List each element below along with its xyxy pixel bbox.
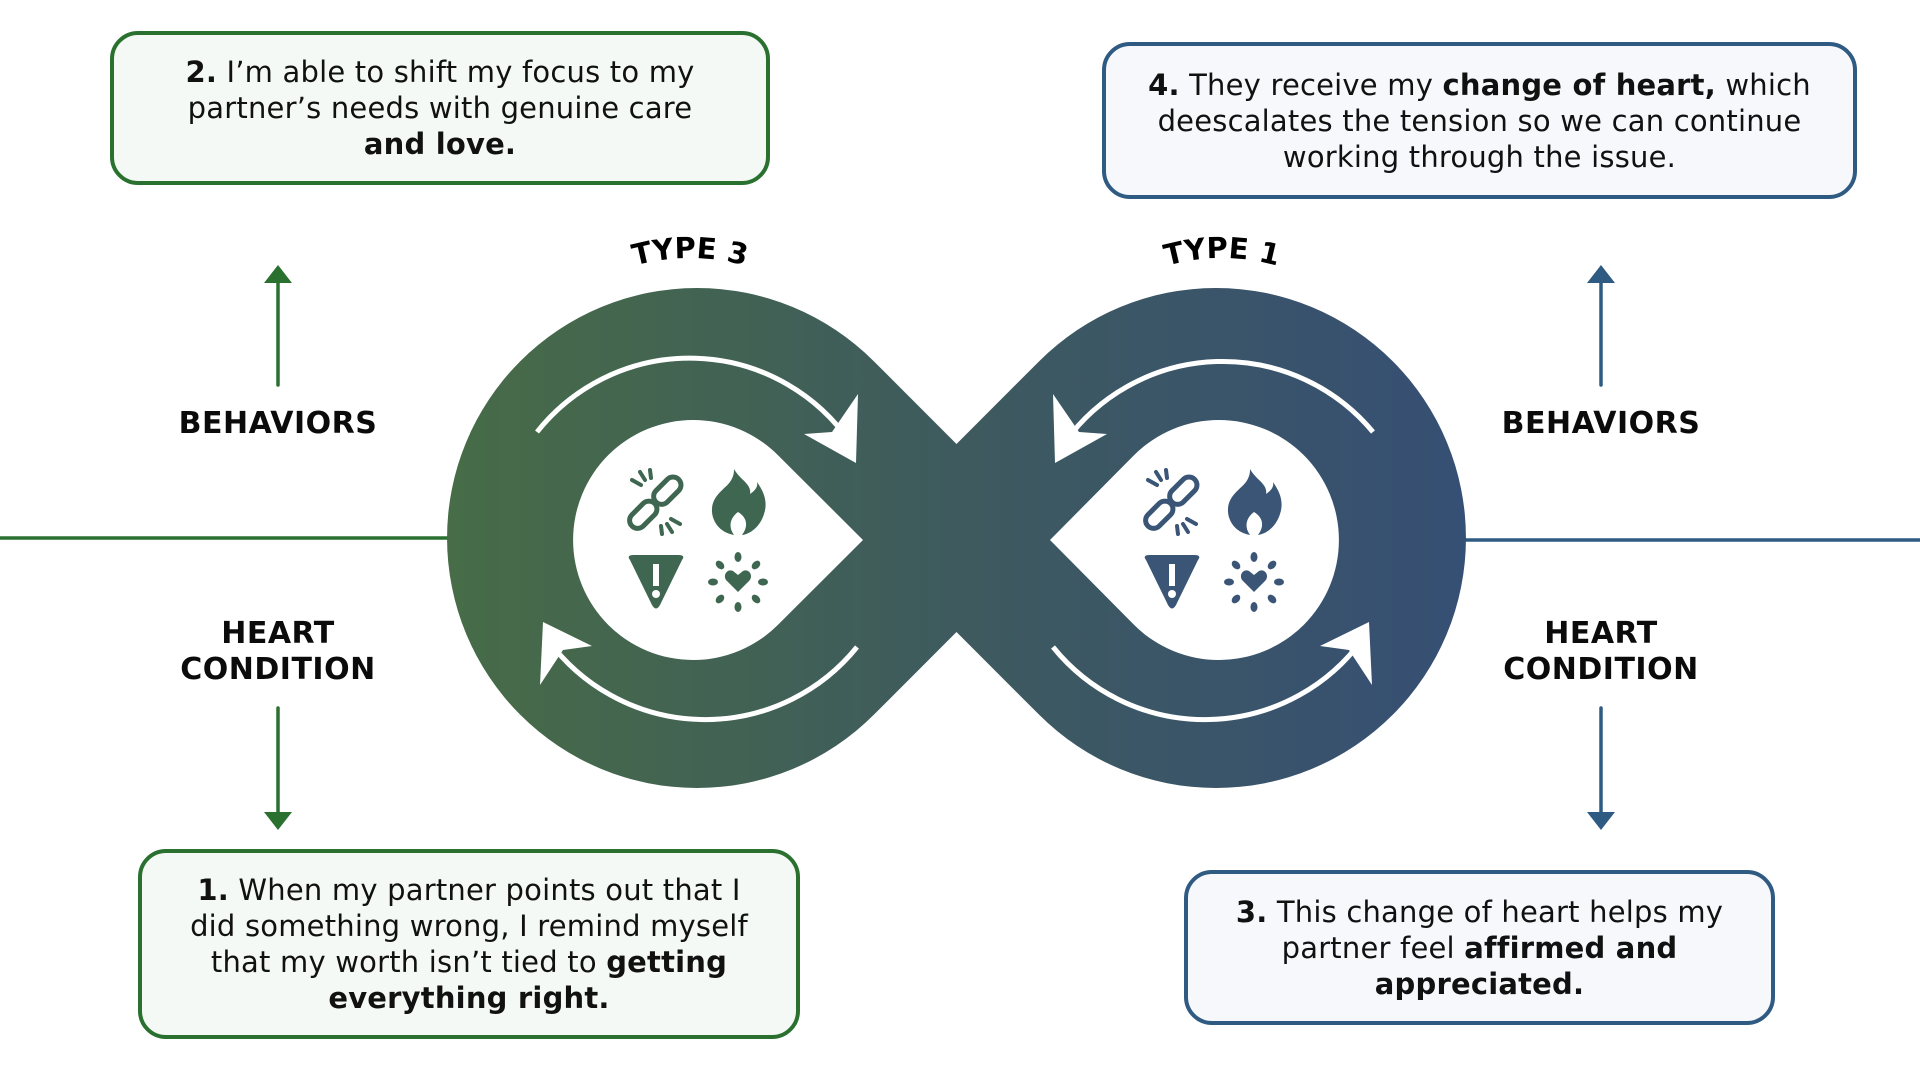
body-text: When my partner points out that I did so…: [190, 873, 748, 979]
arrow-up-left: [264, 265, 292, 387]
emphasis-text: getting everything right.: [328, 945, 728, 1015]
arrow-down-right: [1587, 706, 1615, 830]
step-number: 3.: [1235, 894, 1268, 929]
flow-arrow-right-top: [1053, 358, 1375, 463]
flow-arrow-left-top: [535, 355, 858, 463]
step-3-box: 3. This change of heart helps my partner…: [1184, 870, 1775, 1025]
behaviors-label-right: BEHAVIORS: [1501, 406, 1701, 441]
body-text: This change of heart helps my partner fe…: [1267, 894, 1724, 965]
step-4-text: 4. They receive my change of heart, whic…: [1146, 67, 1813, 175]
step-3-text: 3. This change of heart helps my partner…: [1228, 894, 1731, 1002]
heart-condition-label-left: HEART CONDITION: [180, 616, 376, 687]
warning-icon: [1144, 555, 1200, 609]
step-number: 2.: [185, 55, 218, 89]
arrow-up-right: [1587, 265, 1615, 387]
broken-link-icon: [627, 468, 684, 536]
step-1-text: 1. When my partner points out that I did…: [182, 872, 756, 1016]
step-4-box: 4. They receive my change of heart, whic…: [1102, 42, 1857, 199]
step-1-box: 1. When my partner points out that I did…: [138, 849, 800, 1039]
flame-icon: [1227, 469, 1282, 535]
heart-burst-icon: [708, 552, 768, 612]
heart-condition-label-right: HEART CONDITION: [1503, 616, 1699, 687]
heart-burst-icon: [1224, 552, 1284, 612]
flow-arrow-right-bottom: [1051, 622, 1372, 723]
body-text: They receive my: [1179, 67, 1443, 102]
arrow-down-left: [264, 706, 292, 830]
type3-label: TYPE 3: [629, 231, 752, 272]
step-2-box: 2. I’m able to shift my focus to my part…: [110, 31, 770, 185]
flame-icon: [711, 469, 766, 535]
step-number: 4.: [1148, 67, 1180, 102]
step-number: 1.: [197, 873, 229, 907]
type1-label: TYPE 1: [1160, 231, 1283, 273]
broken-link-icon: [1143, 468, 1200, 536]
body-text: which deescalates the tension so we can …: [1157, 67, 1811, 174]
emphasis-text: affirmed and appreciated.: [1374, 930, 1678, 1001]
behaviors-label-left: BEHAVIORS: [178, 406, 378, 441]
emphasis-text: change of heart,: [1442, 67, 1716, 102]
emphasis-text: and love.: [363, 127, 517, 161]
flow-arrow-left-bottom: [540, 622, 859, 723]
body-text: I’m able to shift my focus to my partner…: [187, 55, 695, 125]
step-2-text: 2. I’m able to shift my focus to my part…: [154, 54, 726, 162]
infinity-loop: [447, 287, 1466, 788]
warning-icon: [628, 555, 684, 609]
